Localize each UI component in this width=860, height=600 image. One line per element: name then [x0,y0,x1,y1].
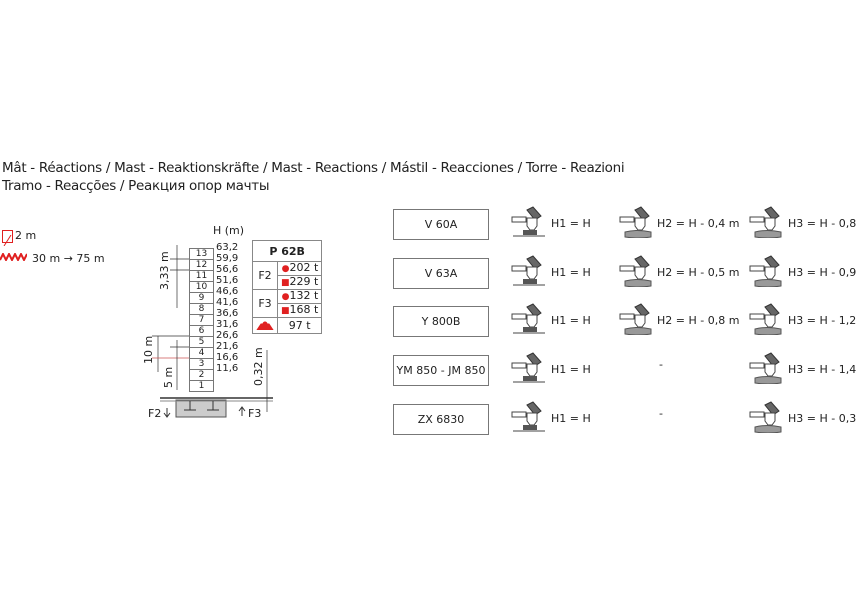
mast-section: 5 [189,336,214,347]
h3-formula: H3 = H - 0,9 m [788,266,860,279]
h2-formula: - [659,358,663,371]
crane-rail-icon [511,401,545,432]
crane-h3-icon [749,401,782,433]
h2-formula: - [659,407,663,420]
model-box: ZX 6830 [393,404,489,435]
title-line-2: Tramo - Reacções / Реакция опор мачты [2,178,270,194]
weight-icon [256,321,274,330]
f3-row-label: F3 [252,289,278,318]
mast-section-icon [2,230,13,247]
h3-formula: H3 = H - 1,4 m [788,363,860,376]
h3-formula: H3 = H - 1,2 m [788,314,860,327]
dim-5: 5 m [162,366,175,388]
crane-rail-icon [511,255,545,286]
model-box: YM 850 - JM 850 [393,355,489,386]
mast-height: 41,6 [216,297,239,308]
reactions-table: P 62B F2●202 t ■229 t F3●132 t ■168 t 97… [251,240,323,334]
mast-section: 12 [189,259,214,270]
h1-formula: H1 = H [551,314,591,327]
crane-h2-icon [619,255,652,287]
h1-formula: H1 = H [551,412,591,425]
model-box: V 60A [393,209,489,240]
dim-10: 10 m [142,335,155,364]
h1-formula: H1 = H [551,266,591,279]
title-line-1: Mât - Réactions / Mast - Reaktionskräfte… [2,160,625,176]
crane-h2-icon [619,303,652,335]
dim-333: 3,33 m [158,251,171,290]
f3-value-a: 132 t [289,289,319,302]
f3-label: F3 [248,407,262,420]
crane-h3-icon [749,303,782,335]
mast-section: 10 [189,281,214,292]
model-box: V 63A [393,258,489,289]
mast-height: 51,6 [216,275,239,286]
mast-height: 63,2 [216,242,239,253]
crane-h3-icon [749,206,782,238]
mast-height: 16,6 [216,352,239,363]
mast-section: 13 [189,248,214,259]
f2-label: F2 [148,407,162,420]
model-box: Y 800B [393,306,489,337]
crane-h3-icon [749,255,782,287]
mast-section: 6 [189,325,214,336]
legend-range: 30 m → 75 m [32,252,105,265]
table-title: P 62B [251,240,323,262]
mast-height: 11,6 [216,363,239,374]
mast-height: 46,6 [216,286,239,297]
f2-value-a: 202 t [289,261,319,274]
h-label: H (m) [213,224,245,237]
f2-row-label: F2 [252,261,278,290]
mast-section: 4 [189,347,214,358]
mast-height: 59,9 [216,253,239,264]
legend-section: 2 m [15,229,37,242]
dim-032: 0,32 m [252,347,265,386]
h2-formula: H2 = H - 0,5 m [657,266,740,279]
mast-height: 26,6 [216,330,239,341]
mast-range-icon [0,253,27,261]
mast-height: 36,6 [216,308,239,319]
crane-rail-icon [511,303,545,334]
mast-section: 3 [189,358,214,369]
h1-formula: H1 = H [551,217,591,230]
mast-height: 21,6 [216,341,239,352]
mast-section: 2 [189,369,214,380]
h1-formula: H1 = H [551,363,591,376]
mast-section: 11 [189,270,214,281]
mast-height: 56,6 [216,264,239,275]
crane-h3-icon [749,352,782,384]
f3-value-b: 168 t [289,303,319,316]
mast-section: 8 [189,303,214,314]
crane-h2-icon [619,206,652,238]
weight-value: 97 t [276,317,323,334]
mast-section: 1 [189,380,214,391]
crane-rail-icon [511,352,545,383]
f2-value-b: 229 t [289,275,319,288]
h3-formula: H3 = H - 0,8 m [788,217,860,230]
crane-rail-icon [511,206,545,237]
h2-formula: H2 = H - 0,8 m [657,314,740,327]
h2-formula: H2 = H - 0,4 m [657,217,740,230]
mast-section: 9 [189,292,214,303]
h3-formula: H3 = H - 0,3 m [788,412,860,425]
mast-height: 31,6 [216,319,239,330]
mast-section: 7 [189,314,214,325]
